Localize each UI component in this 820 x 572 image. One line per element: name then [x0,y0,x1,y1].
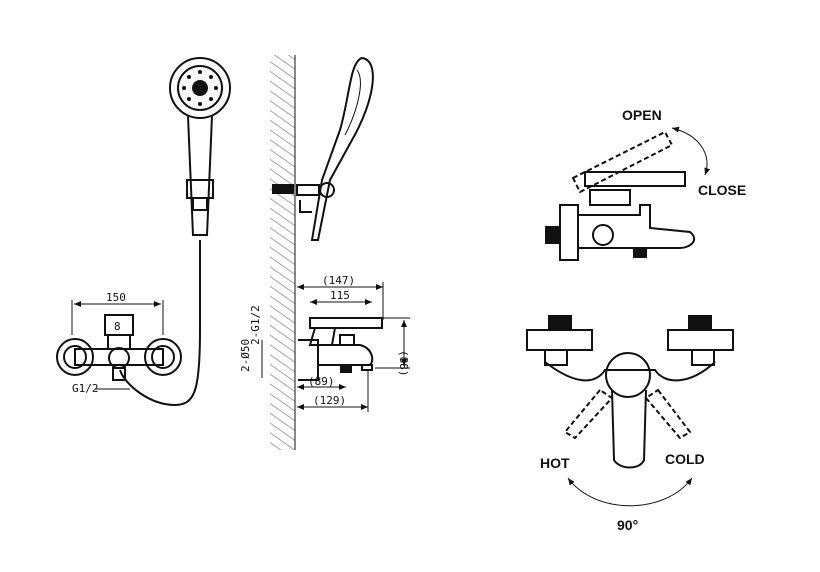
dim-inlet-thread: G1/2 [72,382,99,395]
dim-wall-threads: 2-G1/2 [249,305,262,345]
mixer-side-view: (147) 115 (88) 2-G1/2 2-Ø50 (89) (129) [239,274,410,412]
lever-open-close-view: OPEN CLOSE [545,107,746,261]
dim-outlet-89: (89) [308,375,335,388]
label-cold: COLD [665,451,705,467]
label-hot: HOT [540,455,570,471]
label-angle: 90° [617,517,638,533]
hand-shower-front-view [119,57,231,407]
dim-escutcheons: 2-Ø50 [239,339,252,372]
dim-height-88: (88) [397,350,410,377]
mixer-front-view: 150 8 G1/2 [56,291,182,395]
wall-hatch [270,55,295,450]
dim-width-150: 150 [106,291,126,304]
hand-shower-side-view [272,56,374,241]
dim-depth-147: (147) [322,274,355,287]
svg-text:8: 8 [114,320,121,333]
lever-hot-cold-view: HOT COLD 90° [526,315,734,533]
dim-spout-129: (129) [313,394,346,407]
label-close: CLOSE [698,182,746,198]
dim-depth-115: 115 [330,289,350,302]
label-open: OPEN [622,107,662,123]
